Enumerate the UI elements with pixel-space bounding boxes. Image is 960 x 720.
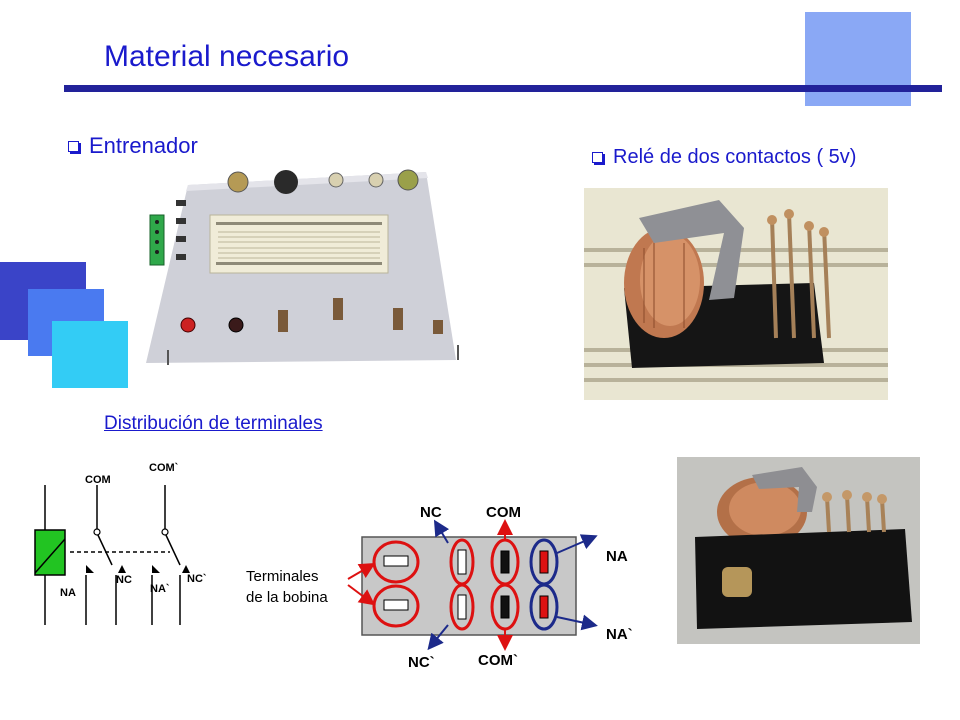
relay-side-photo [677, 457, 920, 644]
schematic-label-com-prime: COM` [149, 462, 179, 474]
checkbox-bullet-icon [68, 140, 79, 152]
terminal-distribution-heading: Distribución de terminales [104, 413, 323, 434]
relay-photo [584, 188, 888, 400]
pin-label-com-prime: COM` [478, 652, 518, 669]
schematic-label-com: COM [85, 474, 111, 486]
bullet-relay: Relé de dos contactos ( 5v) [592, 146, 856, 169]
schematic-label-na: NA [60, 587, 76, 599]
pin-label-na: NA [606, 548, 628, 565]
bullet-relay-label: Relé de dos contactos ( 5v) [613, 146, 857, 168]
coil-terminals-label-line2: de la bobina [246, 589, 328, 606]
page-title: Material necesario [104, 40, 350, 73]
trainer-board-photo [128, 160, 478, 376]
coil-terminals-label-line1: Terminales [246, 568, 319, 585]
deco-square-light [52, 321, 128, 388]
pin-label-nc-prime: NC` [408, 654, 435, 671]
pin-label-nc: NC [420, 504, 442, 521]
pin-label-com: COM [486, 504, 521, 521]
title-rule [64, 85, 942, 92]
pin-label-na-prime: NA` [606, 626, 633, 643]
schematic-label-nc-prime: NC` [187, 573, 207, 585]
relay-schematic: COM COM` NA NC NA` NC` [30, 455, 230, 635]
relay-pinout-diagram: NC COM NA NA` NC` COM` Terminales de la … [240, 495, 660, 680]
schematic-label-na-prime: NA` [150, 583, 170, 595]
bullet-trainer-label: Entrenador [89, 133, 198, 158]
checkbox-bullet-icon [592, 152, 603, 163]
bullet-trainer: Entrenador [68, 133, 198, 159]
schematic-label-nc: NC [116, 574, 132, 586]
